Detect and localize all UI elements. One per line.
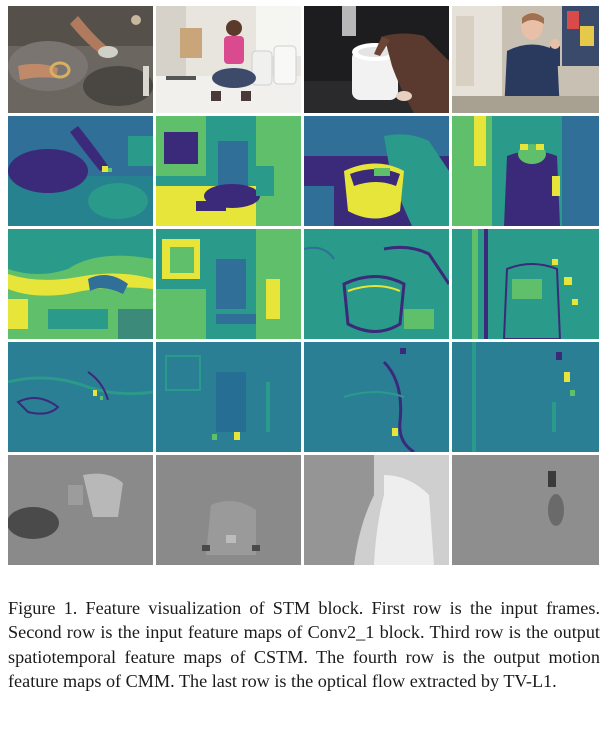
girl-cmm-map	[156, 342, 301, 452]
person-flow	[452, 455, 599, 565]
cup-feature-map	[304, 116, 449, 226]
figure-label: Figure 1.	[8, 598, 78, 618]
person-waving-frame	[452, 6, 599, 113]
figure-caption: Figure 1. Feature visualization of STM b…	[8, 596, 600, 694]
cup-cstm-map	[304, 229, 449, 339]
hands-on-table-frame	[8, 6, 153, 113]
hand-touching-cup-frame	[304, 6, 449, 113]
feature-visualization-figure	[8, 6, 599, 565]
hands-flow	[8, 455, 153, 565]
person-feature-map	[452, 116, 599, 226]
cup-flow	[304, 455, 449, 565]
hands-cmm-map	[8, 342, 153, 452]
girl-feature-map	[156, 116, 301, 226]
girl-sitting-frame	[156, 6, 301, 113]
caption-text: Feature visualization of STM block. Firs…	[8, 598, 600, 692]
hands-cstm-map	[8, 229, 153, 339]
person-cmm-map	[452, 342, 599, 452]
hands-feature-map	[8, 116, 153, 226]
person-cstm-map	[452, 229, 599, 339]
girl-cstm-map	[156, 229, 301, 339]
girl-flow	[156, 455, 301, 565]
cup-cmm-map	[304, 342, 449, 452]
